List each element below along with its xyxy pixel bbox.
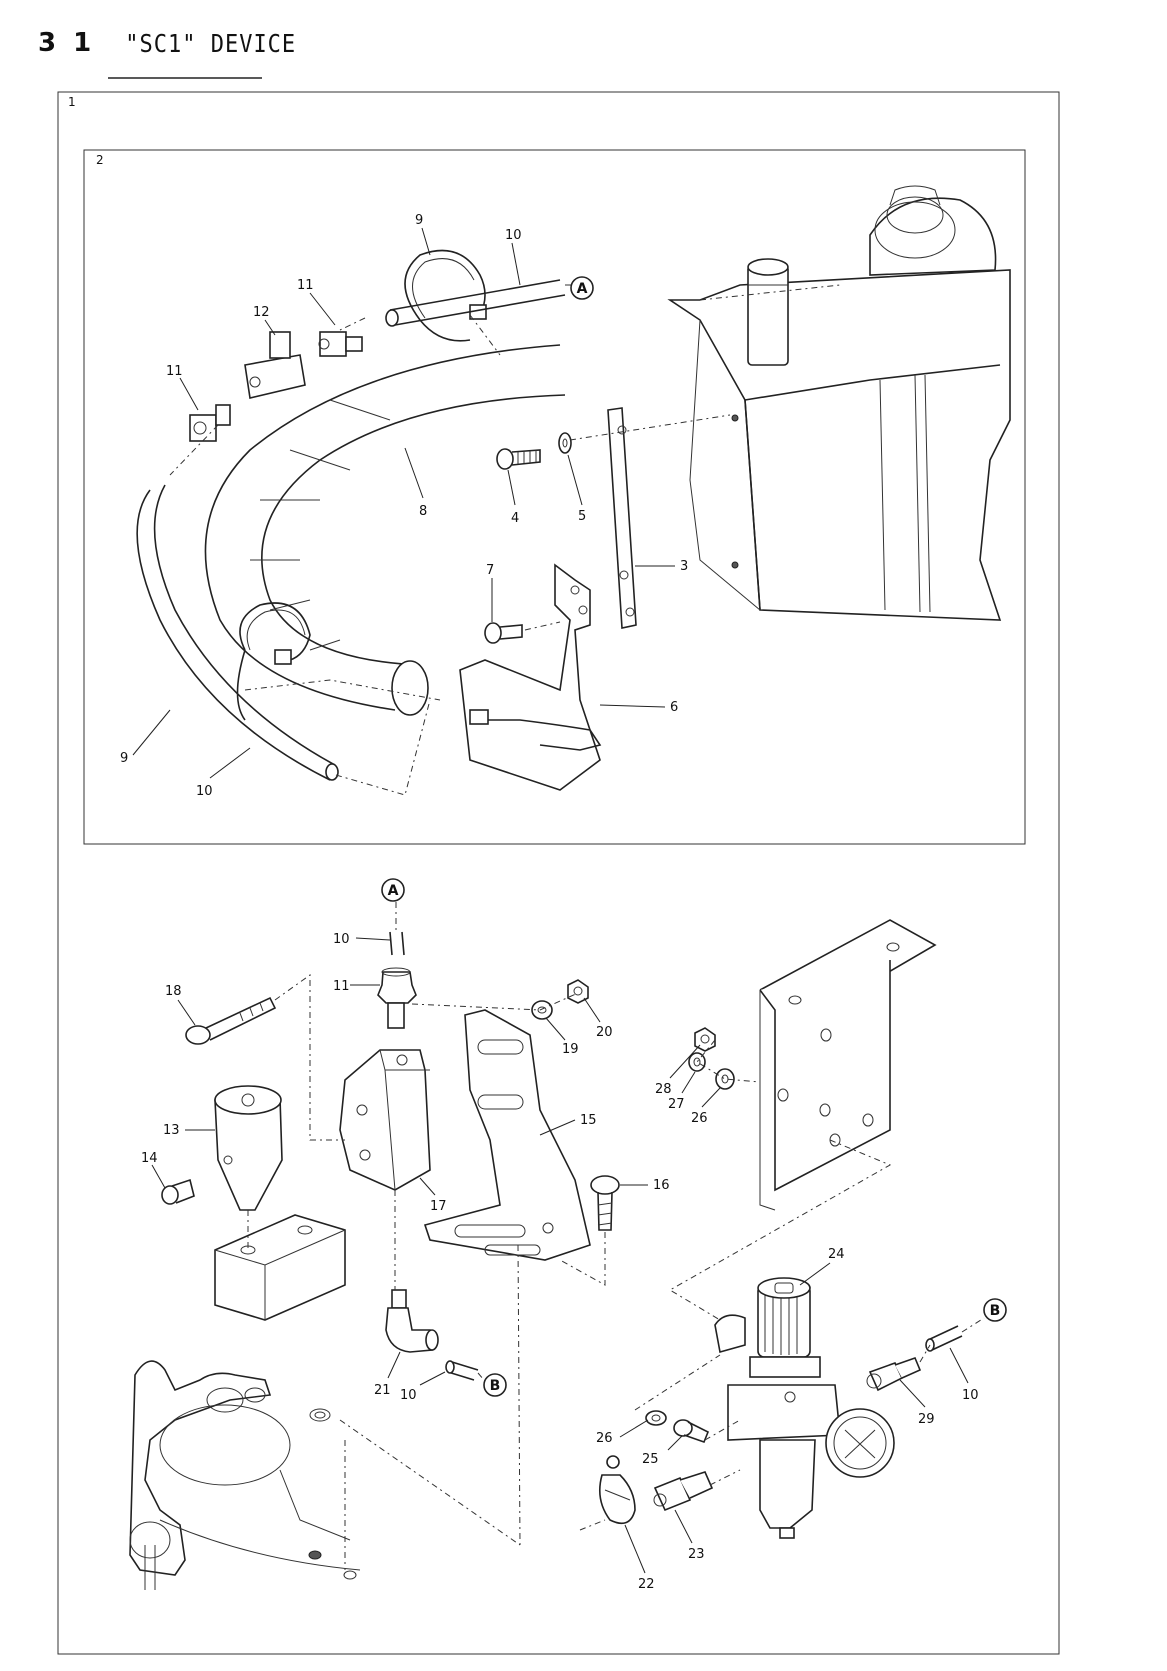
setscrew-14 — [162, 1180, 194, 1204]
dash-line — [710, 1470, 740, 1485]
callout-6: 6 — [670, 700, 678, 715]
callout-10: 10 — [962, 1388, 979, 1403]
inner-frame-label: 2 — [96, 153, 104, 167]
tube-10-b-lower — [446, 1361, 478, 1380]
callout-21: 21 — [374, 1383, 391, 1398]
machine-bed — [130, 1361, 360, 1590]
leader-lines — [133, 228, 968, 1573]
callout-13: 13 — [163, 1123, 180, 1138]
callout-11: 11 — [166, 364, 183, 379]
callout-10: 10 — [333, 932, 350, 947]
callout-16: 16 — [653, 1178, 670, 1193]
hose-8 — [205, 345, 565, 715]
callout-25: 25 — [642, 1452, 659, 1467]
washer-26-lower — [646, 1411, 666, 1425]
callout-17: 17 — [430, 1199, 447, 1214]
callout-5: 5 — [578, 509, 586, 524]
tie-band-9-lower — [238, 603, 311, 720]
callout-10: 10 — [196, 784, 213, 799]
dash-line — [340, 318, 365, 330]
callout-12: 12 — [253, 305, 270, 320]
nozzle-holder-6 — [460, 565, 600, 790]
callout-11: 11 — [333, 979, 350, 994]
dash-line — [525, 622, 560, 630]
dash-line — [478, 1373, 484, 1380]
tube-10-left — [137, 485, 338, 780]
bolt-18 — [186, 998, 275, 1044]
tube-10-b-upper — [926, 1326, 962, 1351]
regulator-24 — [715, 1278, 894, 1538]
clamp-22 — [600, 1456, 635, 1523]
dash-line — [340, 1420, 520, 1545]
ref-b-upper-label: B — [990, 1303, 1001, 1319]
callout-23: 23 — [688, 1547, 705, 1562]
callout-22: 22 — [638, 1577, 655, 1592]
screw-7 — [485, 623, 522, 643]
screw-16 — [591, 1176, 619, 1230]
fitting-11-right — [319, 332, 362, 356]
callout-labels: 9 10 11 12 11 8 4 5 3 7 6 9 10 10 11 18 … — [120, 213, 979, 1592]
bracket-3 — [608, 408, 636, 628]
dash-line — [518, 1245, 520, 1545]
callout-20: 20 — [596, 1025, 613, 1040]
dash-line — [570, 415, 730, 440]
machine-head — [670, 186, 1010, 620]
callout-24: 24 — [828, 1247, 845, 1262]
callout-7: 7 — [486, 563, 494, 578]
elbow-fitting-21 — [386, 1290, 438, 1352]
ref-a-upper-label: A — [577, 281, 588, 297]
dash-line — [580, 1520, 605, 1530]
dash-line — [470, 315, 500, 355]
block-base — [215, 1215, 345, 1320]
block-17 — [340, 1050, 430, 1190]
callout-27: 27 — [668, 1097, 685, 1112]
nozzle-13 — [215, 1086, 282, 1210]
callout-19: 19 — [562, 1042, 579, 1057]
ref-b-lower-label: B — [490, 1378, 501, 1394]
callout-29: 29 — [918, 1412, 935, 1427]
outer-frame — [58, 92, 1059, 1654]
mounting-plate — [760, 920, 935, 1210]
tube-10-top — [390, 932, 404, 955]
dash-line — [275, 975, 345, 1140]
dash-line — [412, 993, 578, 1010]
callout-26: 26 — [691, 1111, 708, 1126]
dash-line — [635, 1355, 720, 1410]
washer-26-upper — [716, 1069, 734, 1089]
screw-4 — [497, 449, 540, 469]
speed-control-12 — [245, 332, 305, 398]
callout-26: 26 — [596, 1431, 613, 1446]
fitting-11-lower — [378, 968, 416, 1028]
fitting-29 — [867, 1358, 920, 1390]
callout-15: 15 — [580, 1113, 597, 1128]
callout-14: 14 — [141, 1151, 158, 1166]
fitting-23 — [654, 1472, 712, 1510]
callout-18: 18 — [165, 984, 182, 999]
callout-10: 10 — [505, 228, 522, 243]
ref-a-lower-label: A — [388, 883, 399, 899]
callout-28: 28 — [655, 1082, 672, 1097]
fitting-11-left — [190, 405, 230, 441]
callout-10: 10 — [400, 1388, 417, 1403]
callout-3: 3 — [680, 559, 688, 574]
callout-8: 8 — [419, 504, 427, 519]
washer-5 — [559, 433, 571, 453]
callout-9: 9 — [415, 213, 423, 228]
outer-frame-label: 1 — [68, 95, 76, 109]
callout-11: 11 — [297, 278, 314, 293]
callout-9: 9 — [120, 751, 128, 766]
callout-4: 4 — [511, 511, 519, 526]
